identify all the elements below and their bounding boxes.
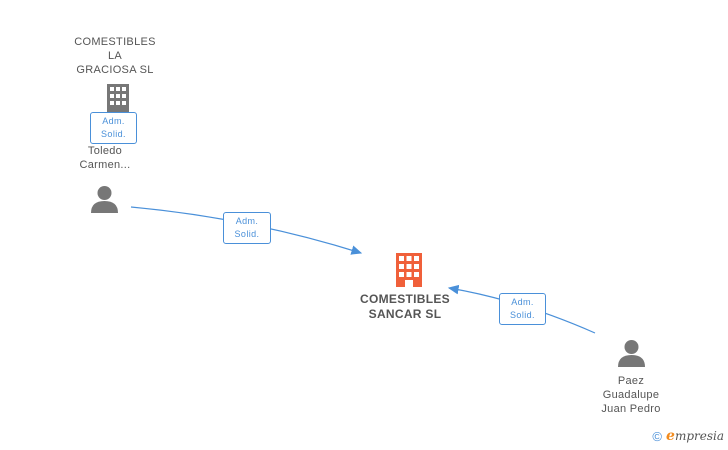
person-right-line-3: Juan Pedro	[601, 403, 661, 415]
person-left-line-3: Carmen...	[79, 159, 131, 171]
role-badge-top-line-1: Adm.	[102, 116, 125, 126]
top-company-line-2: LA	[107, 50, 123, 62]
person-left-line-2: Toledo	[87, 145, 123, 157]
footer-brand: © empresia	[652, 428, 724, 444]
role-badge-right-edge-line-1: Adm.	[511, 297, 534, 307]
main-company-line-2: SANCAR SL	[368, 307, 442, 321]
brand-rest: mpresia	[674, 429, 724, 443]
main-company-label[interactable]: COMESTIBLES SANCAR SL	[345, 292, 465, 322]
copyright-icon: ©	[652, 428, 663, 444]
person-right-label[interactable]: Paez Guadalupe Juan Pedro	[576, 374, 686, 416]
empresia-logo[interactable]: empresia	[666, 428, 724, 444]
brand-first-letter: e	[666, 428, 675, 444]
building-icon[interactable]	[394, 253, 424, 287]
person-right-line-2: Guadalupe	[602, 389, 660, 401]
role-badge-right-edge[interactable]: Adm. Solid.	[499, 293, 546, 325]
person-right-line-1: Paez	[617, 375, 645, 387]
top-company-label[interactable]: COMESTIBLES LA GRACIOSA SL	[60, 35, 170, 77]
person-icon[interactable]	[617, 339, 646, 367]
role-badge-top[interactable]: Adm. Solid.	[90, 112, 137, 144]
person-icon[interactable]	[90, 185, 119, 213]
main-company-line-1: COMESTIBLES	[360, 292, 450, 306]
top-company-line-3: GRACIOSA SL	[76, 64, 154, 76]
role-badge-top-line-2: Solid.	[101, 129, 126, 139]
role-badge-left-edge-line-2: Solid.	[234, 229, 260, 239]
building-icon[interactable]	[106, 84, 130, 114]
role-badge-right-edge-line-2: Solid.	[510, 310, 535, 320]
role-badge-left-edge-line-1: Adm.	[235, 216, 259, 226]
top-company-line-1: COMESTIBLES	[74, 36, 156, 48]
role-badge-left-edge[interactable]: Adm. Solid.	[223, 212, 271, 244]
